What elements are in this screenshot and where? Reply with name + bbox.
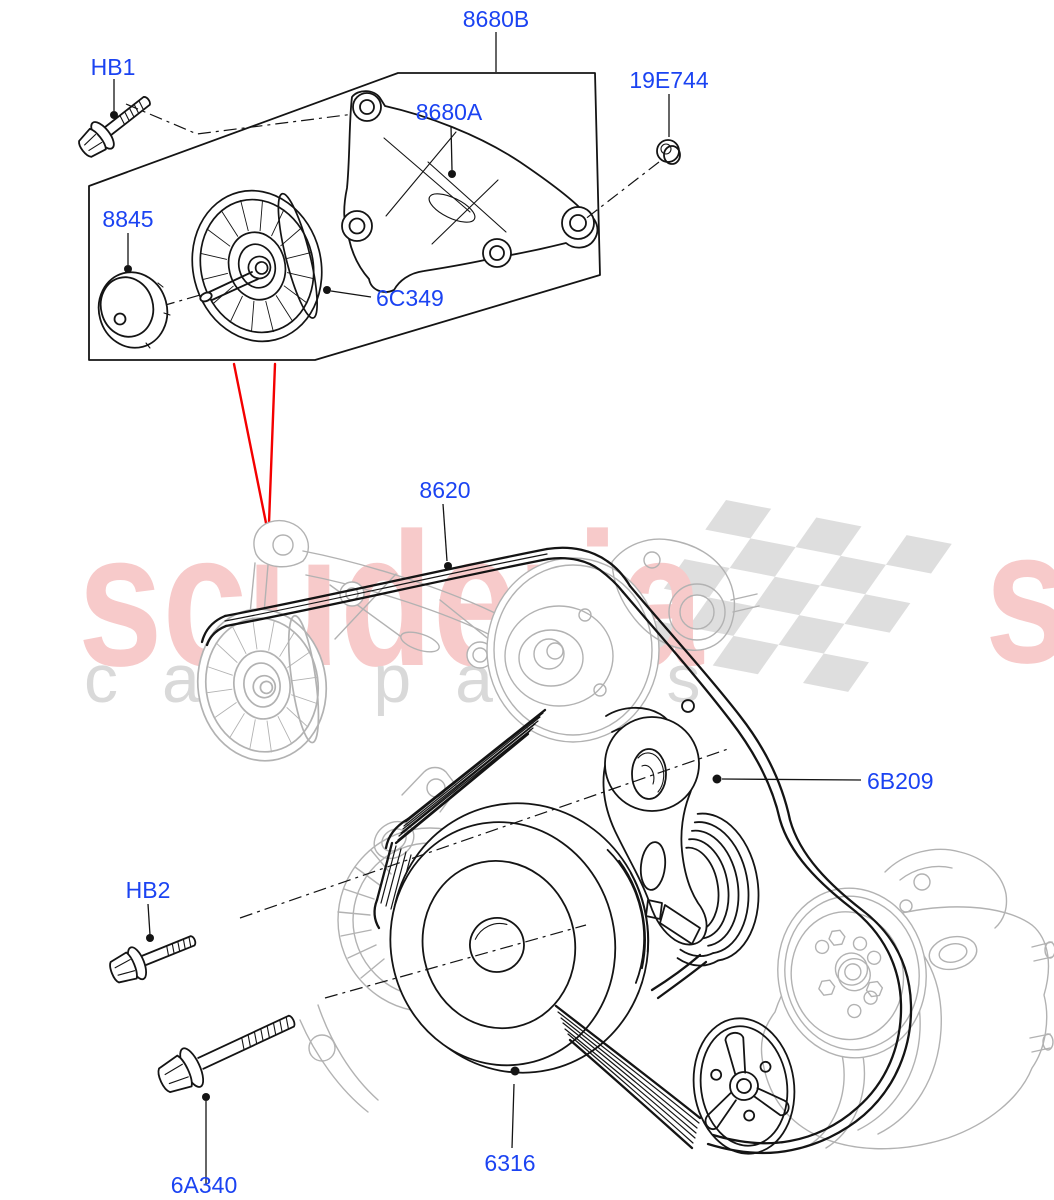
cap-axis bbox=[161, 294, 201, 307]
ps-pump-pulley-ghost bbox=[777, 887, 927, 1059]
bolt-6a340 bbox=[157, 1014, 296, 1093]
tensioner-6b209 bbox=[602, 699, 708, 946]
water-pump-pulley-ghost bbox=[486, 557, 660, 743]
part-label-6316[interactable]: 6316 bbox=[484, 1150, 535, 1176]
bushing-19e744 bbox=[656, 139, 681, 165]
idler-pulley-ghost bbox=[187, 519, 337, 771]
drive-belt-8620 bbox=[200, 546, 913, 1155]
bracket-8680a bbox=[341, 90, 599, 293]
ac-clutch-pulley bbox=[692, 1017, 796, 1155]
idler-pulley-6c349 bbox=[175, 175, 339, 357]
checkered-flag-watermark bbox=[622, 500, 952, 692]
part-label-19e744[interactable]: 19E744 bbox=[629, 67, 709, 93]
part-label-6a340[interactable]: 6A340 bbox=[171, 1172, 238, 1198]
bolt-hb1 bbox=[78, 96, 151, 158]
part-label-hb2[interactable]: HB2 bbox=[126, 877, 171, 903]
assembly-axes bbox=[239, 748, 729, 999]
brand-watermark-tile-partial: sc bbox=[985, 491, 1054, 703]
tensioner-pulley bbox=[676, 812, 760, 967]
crank-pulley-6316 bbox=[389, 802, 650, 1074]
engine-ghost bbox=[187, 519, 1054, 1150]
inset-box-border bbox=[88, 72, 601, 361]
callout-labels: HB1 8680B 8680A 19E744 8845 6C349 8620 6… bbox=[91, 6, 934, 1198]
part-label-6b209[interactable]: 6B209 bbox=[867, 768, 934, 794]
callout-leaders bbox=[110, 32, 862, 1184]
thermostat-housing-ghost bbox=[611, 538, 760, 651]
cap-8845 bbox=[97, 271, 171, 349]
part-label-6c349[interactable]: 6C349 bbox=[376, 285, 444, 311]
bolt-hb2 bbox=[109, 935, 197, 984]
part-label-8845[interactable]: 8845 bbox=[102, 206, 153, 232]
locator-lines bbox=[232, 362, 277, 525]
belt-lower-band bbox=[554, 1004, 702, 1150]
hb1-assembly-axis bbox=[125, 103, 355, 135]
bushing-axis bbox=[583, 161, 660, 221]
part-label-hb1[interactable]: HB1 bbox=[91, 54, 136, 80]
part-label-8620[interactable]: 8620 bbox=[419, 477, 470, 503]
inset-exploded-view bbox=[78, 72, 681, 525]
part-label-8680a[interactable]: 8680A bbox=[416, 99, 483, 125]
part-label-8680b[interactable]: 8680B bbox=[463, 6, 530, 32]
